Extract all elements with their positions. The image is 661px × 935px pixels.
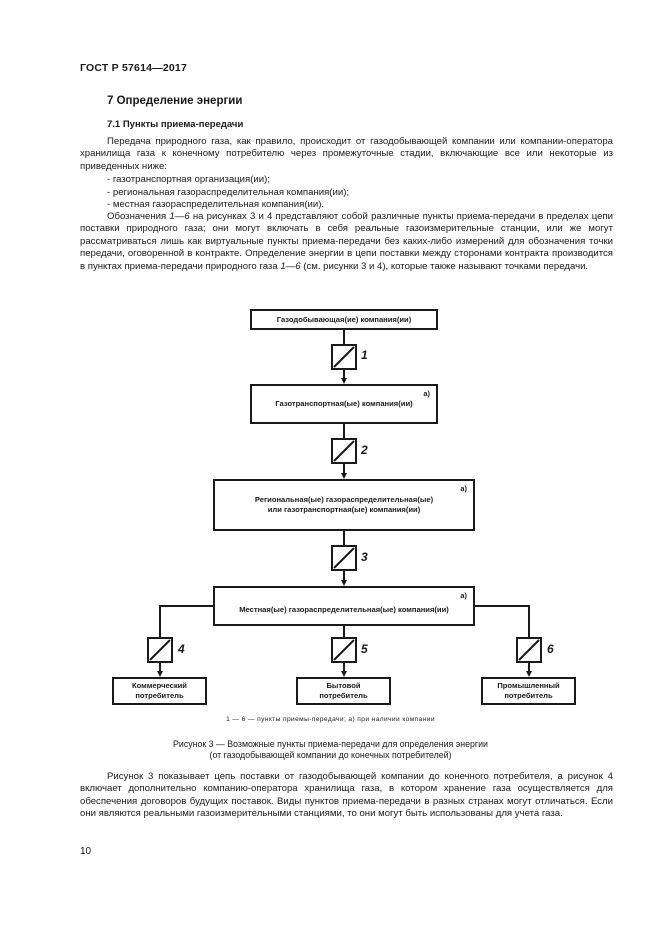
- point-label-1: 1: [361, 348, 368, 362]
- caption-line: Рисунок 3 — Возможные пункты приема-пере…: [173, 739, 488, 749]
- connector-line: [343, 464, 345, 473]
- box-industrial-consumer: Промышленный потребитель: [481, 677, 576, 705]
- point-reference: 1—6: [169, 211, 190, 222]
- box-transport: а) Газотранспортная(ые) компания(ии): [250, 384, 438, 424]
- box-label: Местная(ые) газораспределительная(ые) ко…: [239, 605, 449, 614]
- box-label-line: Региональная(ые) газораспределительная(ы…: [254, 495, 434, 504]
- box-local: а) Местная(ые) газораспределительная(ые)…: [213, 586, 475, 626]
- point-label-2: 2: [361, 443, 368, 457]
- box-label-line: потребитель: [504, 691, 553, 700]
- connector-line: [159, 663, 161, 671]
- footnote-mark: а): [460, 591, 467, 600]
- text-run: Обозначения: [107, 211, 170, 222]
- slash-icon: [333, 547, 355, 569]
- slash-icon: [518, 639, 540, 661]
- footnote-mark: а): [423, 389, 430, 398]
- connector-line: [343, 424, 345, 438]
- slash-icon: [333, 440, 355, 462]
- connector-line: [343, 330, 345, 344]
- box-label-line: или газотранспортная(ые) компания(ии): [267, 505, 421, 514]
- list-item: - газотранспортная организация(ии);: [107, 174, 271, 185]
- connector-line: [159, 605, 161, 637]
- box-label-line: потребитель: [135, 691, 184, 700]
- box-label: Газодобывающая(ие) компания(ии): [276, 314, 412, 324]
- transfer-point-6: [516, 637, 542, 663]
- box-label: Газотранспортная(ые) компания(ии): [275, 399, 413, 408]
- box-household-consumer: Бытовой потребитель: [296, 677, 391, 705]
- subsection-title: 7.1 Пункты приема-передачи: [107, 119, 244, 130]
- transfer-point-5: [331, 637, 357, 663]
- point-label-5: 5: [361, 642, 368, 656]
- slash-icon: [333, 346, 355, 368]
- slash-icon: [149, 639, 171, 661]
- paragraph-intro: Передача природного газа, как правило, п…: [80, 136, 613, 172]
- text-run: на рисунках 3 и 4 представляют собой раз…: [80, 211, 613, 272]
- box-label-line: Промышленный: [497, 681, 560, 690]
- arrow-down-icon: [340, 473, 347, 479]
- arrow-down-icon: [340, 378, 347, 384]
- document-header: ГОСТ Р 57614—2017: [80, 62, 188, 74]
- text-run: (см. рисунки 3 и 4), которые также назыв…: [300, 260, 589, 272]
- arrow-down-icon: [156, 671, 163, 677]
- transfer-point-4: [147, 637, 173, 663]
- paragraph-designations: Обозначения 1—6 на рисунках 3 и 4 предст…: [80, 211, 613, 273]
- arrow-down-icon: [525, 671, 532, 677]
- point-label-6: 6: [547, 642, 554, 656]
- transfer-point-3: [331, 545, 357, 571]
- connector-line: [528, 605, 530, 637]
- branch-line-left: [159, 605, 213, 607]
- box-label-line: Коммерческий: [132, 681, 187, 690]
- box-regional: а) Региональная(ые) газораспределительна…: [213, 479, 475, 531]
- branch-line-right: [475, 605, 530, 607]
- caption-line: (от газодобывающей компании до конечных …: [209, 750, 452, 760]
- figure-legend: 1 — 6 — пункты приемы-передачи; а) при н…: [226, 716, 435, 723]
- connector-line: [343, 663, 345, 671]
- paragraph-figure-description: Рисунок 3 показывает цепь поставки от га…: [80, 771, 613, 820]
- box-producer: Газодобывающая(ие) компания(ии): [250, 309, 438, 330]
- section-title: 7 Определение энергии: [107, 95, 243, 107]
- connector-line: [343, 370, 345, 378]
- connector-line: [343, 571, 345, 580]
- page-number: 10: [80, 846, 92, 857]
- point-label-4: 4: [178, 642, 185, 656]
- box-commercial-consumer: Коммерческий потребитель: [112, 677, 207, 705]
- box-label-line: потребитель: [319, 691, 368, 700]
- box-label-line: Бытовой: [326, 681, 361, 690]
- arrow-down-icon: [340, 671, 347, 677]
- footnote-mark: а): [460, 484, 467, 493]
- figure-caption: Рисунок 3 — Возможные пункты приема-пере…: [0, 739, 661, 761]
- connector-line: [343, 626, 345, 637]
- slash-icon: [333, 639, 355, 661]
- transfer-point-1: [331, 344, 357, 370]
- point-reference: 1—6: [280, 260, 301, 272]
- point-label-3: 3: [361, 550, 368, 564]
- list-item: - региональная газораспределительная ком…: [107, 186, 350, 198]
- connector-line: [528, 663, 530, 671]
- arrow-down-icon: [340, 580, 347, 586]
- transfer-point-2: [331, 438, 357, 464]
- list-item: - местная газораспределительная компания…: [107, 199, 325, 210]
- connector-line: [343, 531, 345, 545]
